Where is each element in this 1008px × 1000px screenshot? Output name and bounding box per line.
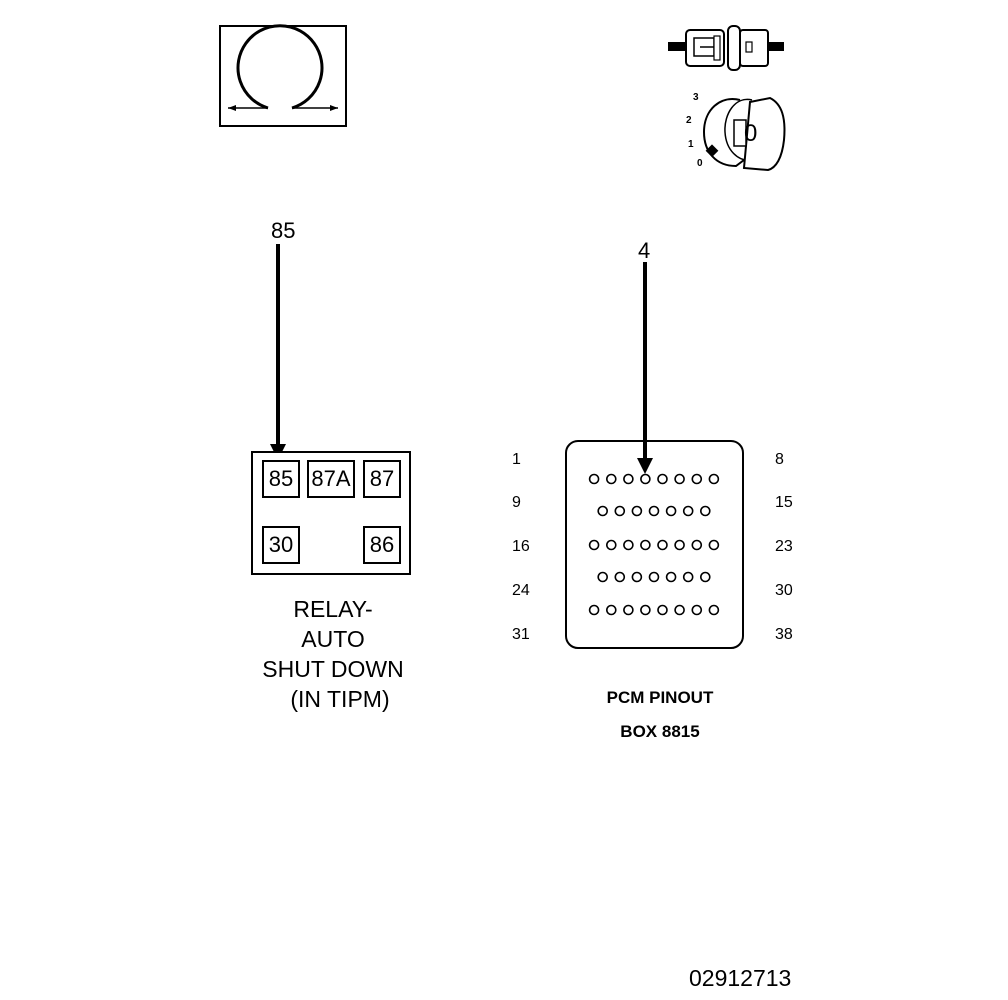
- pcm-pin-hole: [682, 571, 694, 583]
- pcm-pin-hole: [708, 604, 720, 616]
- pcm-pin-hole: [614, 505, 626, 517]
- probe-label-relay: 85: [271, 218, 296, 243]
- relay-terminal-86: 86: [363, 526, 401, 564]
- pcm-pin-hole: [674, 539, 685, 551]
- pcm-pin-hole: [674, 473, 685, 485]
- ignition-position-3: 3: [693, 92, 699, 103]
- pcm-pin-hole: [588, 473, 600, 485]
- pcm-right-label-23: 23: [775, 538, 793, 555]
- pcm-right-label-8: 8: [775, 451, 784, 468]
- pcm-pin-hole: [588, 539, 600, 551]
- pcm-pin-hole: [597, 505, 609, 517]
- pcm-pin-hole: [682, 505, 694, 517]
- pcm-pin-hole: [674, 604, 685, 616]
- pcm-pin-hole: [657, 539, 668, 551]
- pcm-right-label-38: 38: [775, 626, 793, 643]
- pcm-pin-hole: [708, 539, 720, 551]
- pcm-pin-hole: [631, 571, 643, 583]
- ohmmeter-icon: [219, 24, 347, 127]
- pcm-left-label-31: 31: [512, 626, 530, 643]
- pcm-pin-hole: [648, 505, 660, 517]
- pcm-left-label-1: 1: [512, 451, 521, 468]
- ignition-position-2: 2: [686, 115, 692, 126]
- relay-caption-line-2: AUTO: [301, 626, 365, 652]
- pcm-pin-hole: [665, 571, 677, 583]
- ignition-key-icon: [702, 96, 786, 172]
- pcm-pin-hole: [623, 473, 634, 485]
- relay-terminal-85: 85: [262, 460, 300, 498]
- pcm-pin-hole: [691, 473, 703, 485]
- pcm-caption-box: BOX 8815: [620, 722, 700, 741]
- pcm-pin-hole: [657, 473, 668, 485]
- pcm-pin-hole: [657, 604, 668, 616]
- pcm-pin-hole: [623, 539, 634, 551]
- probe-label-pcm: 4: [638, 238, 651, 263]
- pcm-pin-hole: [640, 539, 651, 551]
- pcm-caption-title: PCM PINOUT: [606, 688, 714, 707]
- ignition-key-label: 0: [744, 120, 758, 147]
- pcm-right-label-30: 30: [775, 582, 793, 599]
- pcm-pin-hole: [640, 604, 651, 616]
- ignition-position-0: 0: [697, 158, 703, 169]
- pcm-pin-hole: [605, 473, 617, 485]
- relay-caption-line-3: SHUT DOWN: [262, 656, 404, 682]
- relay-caption-line-1: RELAY-: [293, 596, 373, 622]
- relay-terminal-87a: 87A: [307, 460, 355, 498]
- figure-number: 02912713: [689, 965, 792, 991]
- relay-terminal-87: 87: [363, 460, 401, 498]
- pcm-pin-hole: [614, 571, 626, 583]
- pcm-pin-hole: [648, 571, 660, 583]
- pcm-pin-hole: [588, 604, 600, 616]
- pcm-pin-hole: [665, 505, 677, 517]
- pcm-pin-hole: [699, 571, 711, 583]
- pcm-pin-hole: [699, 505, 711, 517]
- pcm-pin-hole: [623, 604, 634, 616]
- pcm-left-label-16: 16: [512, 538, 530, 555]
- pcm-pin-hole: [605, 539, 617, 551]
- pcm-pin-hole: [691, 604, 703, 616]
- pcm-pin-hole: [631, 505, 643, 517]
- relay-terminal-30: 30: [262, 526, 300, 564]
- pcm-pin-hole: [640, 473, 651, 485]
- pcm-pin-hole: [708, 473, 720, 485]
- pcm-left-label-9: 9: [512, 494, 521, 511]
- disconnected-connector-icon: [668, 25, 784, 71]
- relay-caption: RELAY- AUTO SHUT DOWN (IN TIPM): [213, 594, 453, 714]
- relay-caption-line-4: (IN TIPM): [290, 686, 390, 712]
- pcm-pin-hole: [605, 604, 617, 616]
- pcm-right-label-15: 15: [775, 494, 793, 511]
- pcm-pin-hole: [597, 571, 609, 583]
- ignition-position-1: 1: [688, 139, 694, 150]
- pcm-connector-body: [565, 440, 744, 649]
- pcm-left-label-24: 24: [512, 582, 530, 599]
- probe-arrow-pcm: [637, 262, 653, 474]
- pcm-pin-hole: [691, 539, 703, 551]
